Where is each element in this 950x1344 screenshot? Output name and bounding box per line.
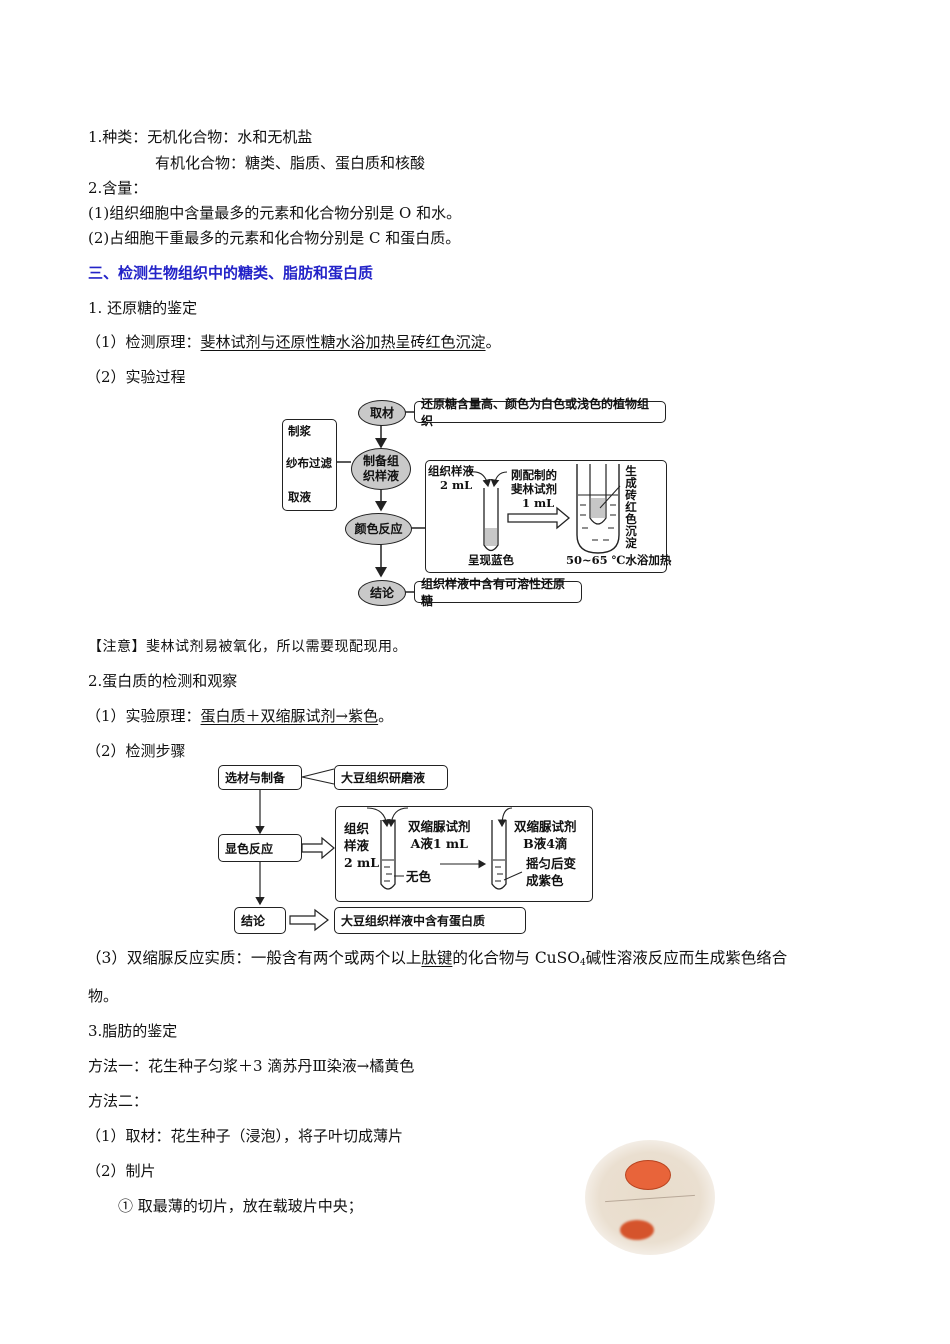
protein-principle-underlined: 蛋白质＋双缩脲试剂→紫色	[200, 707, 379, 725]
materials-note: 大豆组织研磨液	[334, 765, 448, 790]
precipitate-char: 红	[625, 500, 637, 514]
protein-step-color-reaction: 显色反应	[218, 834, 302, 862]
protein-steps-label: （2）检测步骤	[86, 742, 186, 760]
reagent-line-2: 斐林试剂	[511, 482, 557, 496]
substep-extract: 取液	[288, 490, 311, 504]
flow-step-sampling: 取材	[358, 400, 406, 426]
process-label: （2）实验过程	[86, 368, 186, 386]
conclusion-note: 组织样液中含有可溶性还原糖	[414, 577, 582, 608]
protein-sample-line-1: 组织	[344, 821, 370, 836]
protein-step-conclusion: 结论	[234, 907, 286, 934]
purple-line-1: 摇匀后变	[526, 856, 577, 871]
flow-step-prepare-sample: 制备组 织样液	[351, 448, 411, 490]
protein-principle-prefix: （1）实验原理：	[86, 707, 201, 725]
stained-cells-image	[585, 1140, 715, 1255]
reagent-a-line-1: 双缩脲试剂	[408, 819, 471, 834]
types-organic: 有机化合物：糖类、脂质、蛋白质和核酸	[155, 154, 426, 172]
caution-note: 【注意】斐林试剂易被氧化，所以需要现配现用。	[88, 639, 407, 655]
principle-suffix: 。	[485, 333, 501, 351]
precipitate-char: 淀	[625, 536, 637, 550]
reducing-sugar-principle: （1）检测原理：斐林试剂与还原性糖水浴加热呈砖红色沉淀。	[86, 332, 501, 352]
principle-prefix: （1）检测原理：	[86, 333, 201, 351]
protein-title: 2.蛋白质的检测和观察	[88, 672, 238, 690]
sample-volume: 2 mL	[440, 478, 473, 492]
precipitate-label: 生 成 砖 红 色 沉 淀	[624, 465, 638, 549]
purple-result-label: 摇匀后变 成紫色	[526, 855, 576, 889]
precipitate-char: 砖	[625, 488, 637, 502]
protein-step-materials: 选材与制备	[218, 765, 302, 790]
essence-suffix: 碱性溶液反应而生成紫色络合	[585, 949, 788, 967]
reagent-volume: 1 mL	[522, 496, 555, 510]
prepare-line-2: 织样液	[362, 469, 399, 483]
flow-step-color-reaction: 颜色反应	[345, 513, 412, 545]
colorless-label: 无色	[406, 869, 432, 884]
biuret-essence: （3）双缩脲反应实质：一般含有两个或两个以上肽键的化合物与 CuSO4碱性溶液反…	[86, 948, 787, 973]
precipitate-char: 成	[625, 476, 637, 490]
fat-method-1: 方法一：花生种子匀浆＋3 滴苏丹Ⅲ染液→橘黄色	[88, 1057, 415, 1075]
biuret-essence-wrap: 物。	[88, 987, 119, 1005]
reducing-sugar-title: 1. 还原糖的鉴定	[88, 299, 198, 317]
precipitate-char: 沉	[625, 524, 637, 538]
protein-sample-label: 组织 样液 2 mL	[344, 820, 379, 871]
protein-conclusion-note: 大豆组织样液中含有蛋白质	[334, 907, 526, 934]
protein-sample-volume: 2 mL	[344, 855, 380, 870]
content-item-2: (2)占细胞干重最多的元素和化合物分别是 C 和蛋白质。	[88, 229, 461, 247]
reagent-b-label: 双缩脲试剂 B液4滴	[514, 818, 577, 852]
essence-subscript: 4	[580, 958, 586, 968]
biuret-reaction-panel: 组织 样液 2 mL 双缩脲试剂 A液1 mL 无色 双缩脲试剂 B液4滴 摇匀…	[335, 806, 593, 902]
sampling-note: 还原糖含量高、颜色为白色或浅色的植物组织	[414, 397, 666, 428]
substep-pulp: 制浆	[288, 424, 311, 438]
fat-step-2-sub-1: ① 取最薄的切片，放在载玻片中央；	[118, 1197, 363, 1215]
substep-filter: 纱布过滤	[286, 456, 332, 470]
reagent-a-line-2: A液1 mL	[410, 836, 468, 851]
peptide-bond: 肽键	[421, 949, 453, 967]
protein-sample-line-2: 样液	[344, 838, 370, 853]
precipitate-char: 色	[625, 512, 637, 526]
reagent-line-1: 刚配制的	[511, 468, 557, 482]
purple-line-2: 成紫色	[526, 873, 564, 888]
fat-title: 3.脂肪的鉴定	[88, 1022, 178, 1040]
orange-fat-droplet	[620, 1220, 654, 1240]
color-reaction-panel: 组织样液 2 mL 刚配制的 斐林试剂 1 mL 呈现蓝色 50~65 ℃水浴加…	[425, 460, 671, 573]
reagent-b-line-2: B液4滴	[523, 836, 568, 851]
prepare-line-1: 制备组	[362, 454, 399, 468]
orange-fat-droplet	[625, 1160, 671, 1190]
principle-underlined: 斐林试剂与还原性糖水浴加热呈砖红色沉淀	[200, 333, 486, 351]
water-bath-label: 50~65 ℃水浴加热	[566, 553, 672, 567]
blue-result: 呈现蓝色	[468, 553, 514, 567]
content-item-1: (1)组织细胞中含量最多的元素和化合物分别是 O 和水。	[88, 204, 462, 222]
types-inorganic: 1.种类：无机化合物：水和无机盐	[88, 128, 313, 146]
protein-principle: （1）实验原理：蛋白质＋双缩脲试剂→紫色。	[86, 706, 393, 726]
precipitate-char: 生	[625, 464, 637, 478]
protein-principle-suffix: 。	[378, 707, 394, 725]
fat-step-2: （2）制片	[86, 1162, 156, 1180]
section-heading: 三、检测生物组织中的糖类、脂肪和蛋白质	[88, 264, 374, 282]
essence-mid: 的化合物与 CuSO	[452, 949, 580, 967]
preparation-substeps: 制浆 纱布过滤 取液	[282, 419, 337, 511]
reagent-b-line-1: 双缩脲试剂	[514, 819, 577, 834]
flow-step-conclusion: 结论	[358, 580, 406, 606]
content-title: 2.含量：	[88, 179, 148, 197]
sample-label: 组织样液	[428, 464, 474, 478]
reagent-a-label: 双缩脲试剂 A液1 mL	[408, 818, 471, 852]
fat-method-2: 方法二：	[88, 1092, 149, 1110]
fat-step-1: （1）取材：花生种子（浸泡），将子叶切成薄片	[86, 1127, 404, 1145]
essence-prefix: （3）双缩脲反应实质：一般含有两个或两个以上	[86, 949, 422, 967]
cell-wall	[605, 1194, 695, 1203]
